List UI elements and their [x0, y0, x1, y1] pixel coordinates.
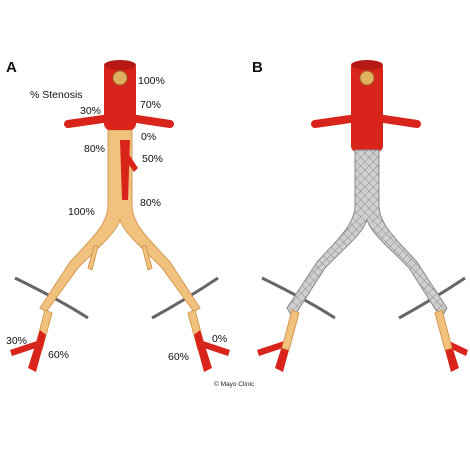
occluded-vessel-tree: [34, 129, 206, 351]
left-renal-artery: [126, 114, 174, 128]
label-right-ext-iliac: 30%: [6, 335, 27, 347]
label-left-common-iliac: 80%: [140, 197, 161, 209]
panel-b: B © Mayo Clinic: [214, 59, 468, 388]
suprarenal-aorta-b: [351, 62, 383, 152]
aorta-cut-end-b: [351, 60, 383, 70]
copyright-credit: © Mayo Clinic: [214, 380, 255, 388]
right-renal-artery: [64, 114, 114, 128]
right-distal-landing: [281, 309, 300, 351]
celiac-plaque-b: [359, 70, 375, 86]
panel-b-letter: B: [252, 59, 263, 76]
celiac-plaque: [112, 70, 128, 86]
inferior-mesenteric-artery: [122, 150, 138, 172]
aorta-cut-end: [104, 60, 136, 70]
label-suprarenal: 100%: [138, 75, 165, 87]
panel-a: A % Stenosis 100% 30%: [6, 59, 230, 372]
patent-vessel-segments: [10, 60, 230, 372]
bifurcated-stent-graft: [286, 149, 448, 319]
right-profunda: [10, 340, 42, 356]
left-femoral-runoff: [194, 330, 212, 372]
label-right-int-iliac: 60%: [48, 349, 69, 361]
stenosis-heading: % Stenosis: [30, 89, 83, 101]
label-right-common-iliac: 100%: [68, 206, 95, 218]
right-profunda-b: [257, 340, 289, 356]
right-renal-artery-b: [311, 114, 361, 128]
left-distal-landing: [434, 309, 453, 351]
suprarenal-aorta: [104, 62, 136, 130]
label-inferior-mesenteric: 50%: [142, 153, 163, 165]
label-right-renal: 30%: [80, 105, 101, 117]
left-profunda: [198, 340, 230, 356]
panel-a-letter: A: [6, 59, 17, 76]
left-renal-artery-b: [373, 114, 421, 128]
label-left-renal-distal: 0%: [141, 131, 156, 143]
label-left-ext-iliac: 0%: [212, 333, 227, 345]
right-femoral-runoff: [28, 330, 46, 372]
label-left-int-iliac: 60%: [168, 351, 189, 363]
label-infrarenal-aorta: 80%: [84, 143, 105, 155]
label-left-renal-proximal: 70%: [140, 99, 161, 111]
